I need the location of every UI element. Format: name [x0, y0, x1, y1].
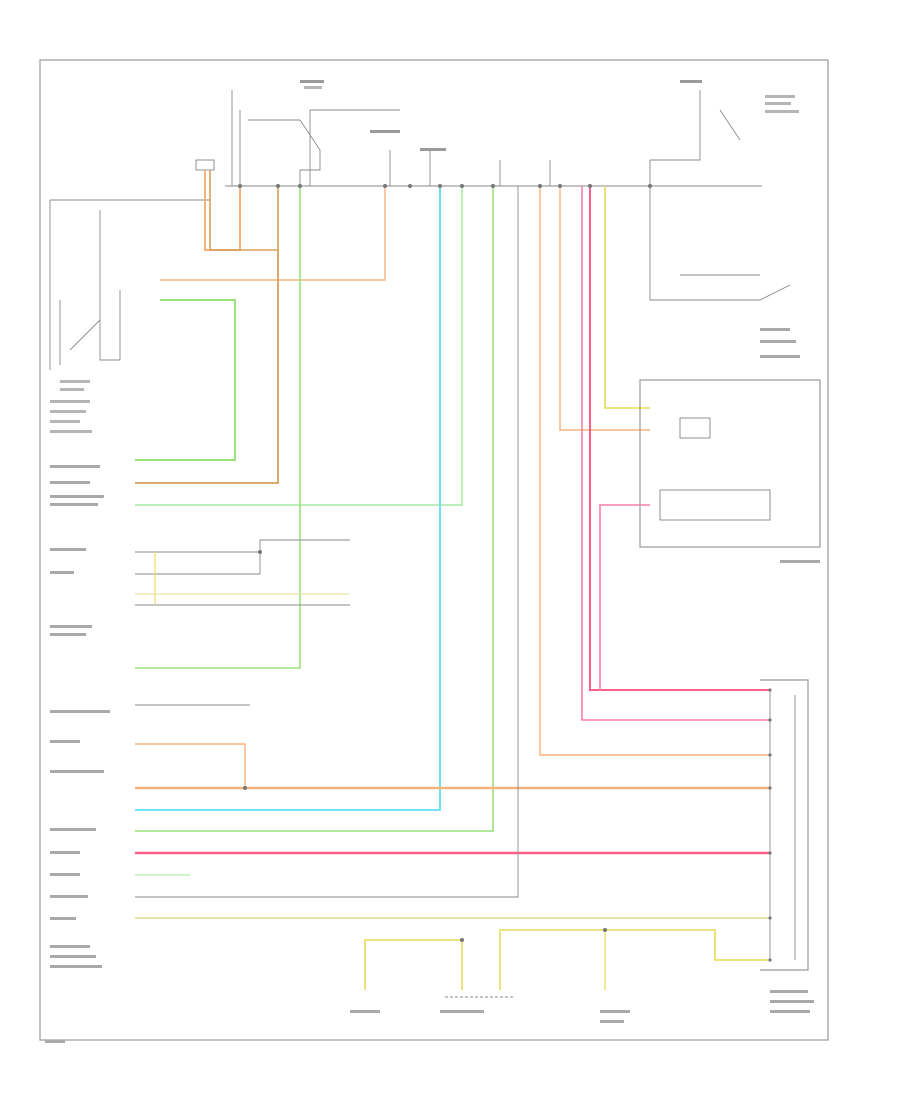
orange-wire-ecm	[539, 186, 770, 756]
tan-wire-left	[209, 170, 279, 251]
pink-wire-module	[599, 504, 650, 690]
module-relay	[679, 417, 711, 439]
right-labels	[45, 328, 820, 1043]
tan-wire-fuel-lid	[135, 250, 279, 484]
orange-wire-module	[559, 186, 650, 431]
yellow-wire-ground-a	[364, 939, 463, 990]
fuse-relay-group	[195, 90, 741, 186]
yellow-wire-ground-b	[499, 929, 770, 990]
orange-wire-vsv	[135, 743, 246, 788]
gray-wire-right-top	[649, 186, 791, 301]
left-switch-block	[49, 200, 121, 433]
green-wire-tank	[135, 186, 463, 506]
junction-dots	[238, 184, 772, 962]
cyan-wire	[135, 186, 441, 811]
green-wire-switch	[135, 299, 236, 461]
diagram-frame	[39, 59, 829, 1041]
green-wire-pressure	[135, 186, 301, 669]
orange-wire-relay-feed	[160, 186, 386, 281]
pink-wire-ecm-top	[589, 186, 770, 691]
control-module-box	[639, 379, 821, 548]
gray-wire-engine-speed-2	[135, 552, 261, 575]
top-labels	[300, 80, 799, 151]
gray-wire-engine-speed	[135, 539, 350, 553]
pink-wire-ecm-mid	[581, 186, 770, 721]
ecm-box	[760, 679, 809, 971]
module-sensor	[659, 489, 771, 521]
yellow-wire-module	[604, 186, 650, 409]
green-wire-purge	[135, 186, 494, 832]
left-labels	[50, 465, 110, 968]
gray-wire-vsv-bottom	[135, 186, 519, 898]
